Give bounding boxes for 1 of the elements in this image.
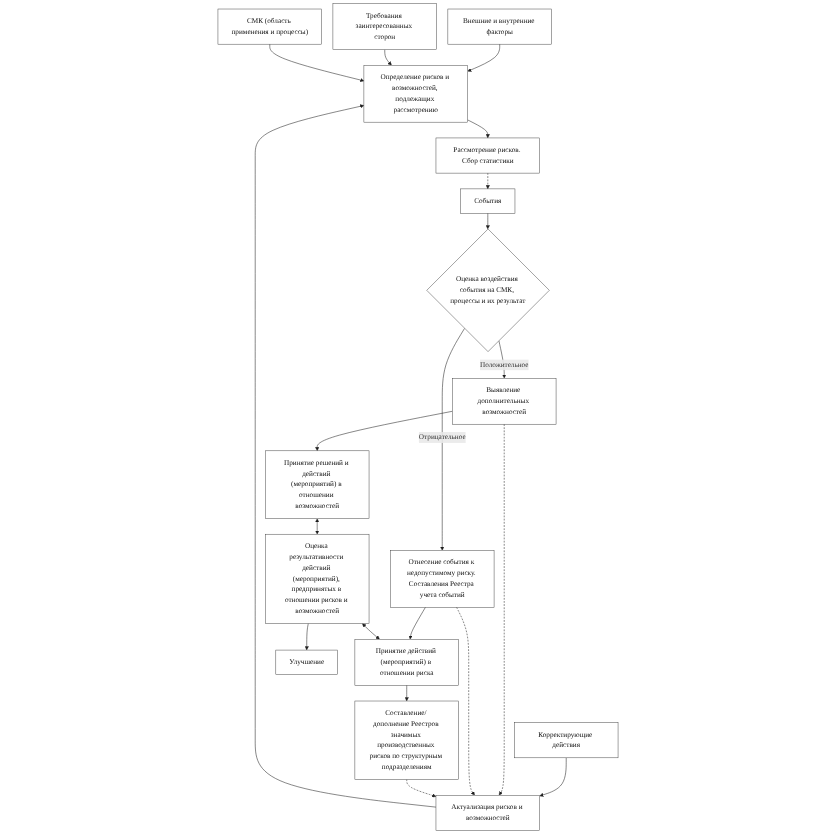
arrow: [315, 518, 320, 535]
